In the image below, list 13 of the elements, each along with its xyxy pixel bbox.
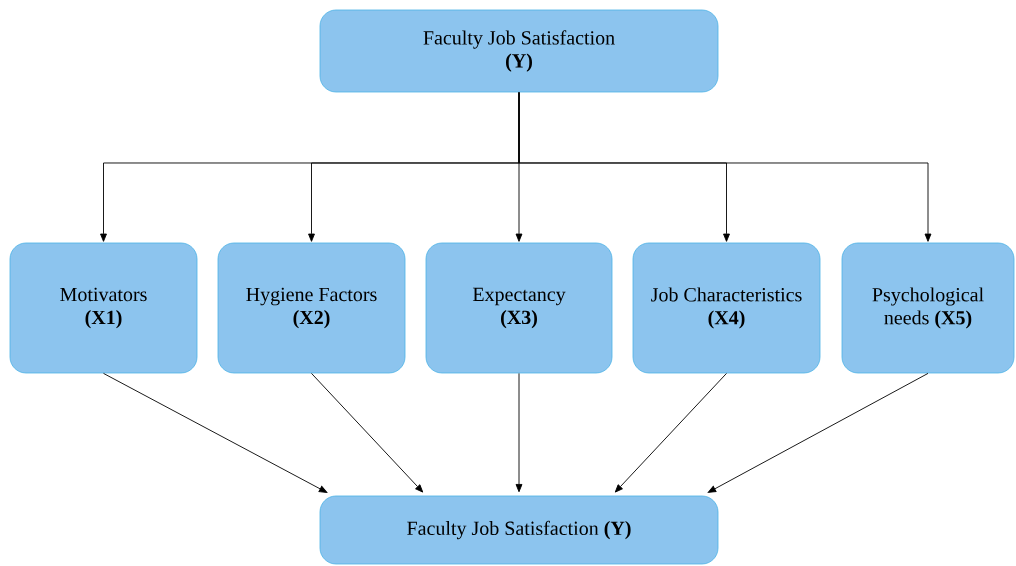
arrow bbox=[311, 372, 424, 493]
process-box: Hygiene Factors (X2) bbox=[217, 242, 406, 374]
process-box: Job Characteristics (X4) bbox=[632, 242, 821, 374]
process-box: Faculty Job Satisfaction (Y) bbox=[319, 495, 719, 565]
process-box: Faculty Job Satisfaction (Y) bbox=[319, 9, 719, 93]
arrow bbox=[614, 372, 727, 493]
arrow bbox=[515, 372, 523, 493]
arrow bbox=[103, 372, 328, 493]
process-box: Motivators (X1) bbox=[9, 242, 198, 374]
process-box: Expectancy (X3) bbox=[425, 242, 613, 374]
process-box: Psychological needs (X5) bbox=[841, 242, 1015, 374]
arrow bbox=[707, 372, 929, 493]
arrow bbox=[518, 91, 932, 242]
